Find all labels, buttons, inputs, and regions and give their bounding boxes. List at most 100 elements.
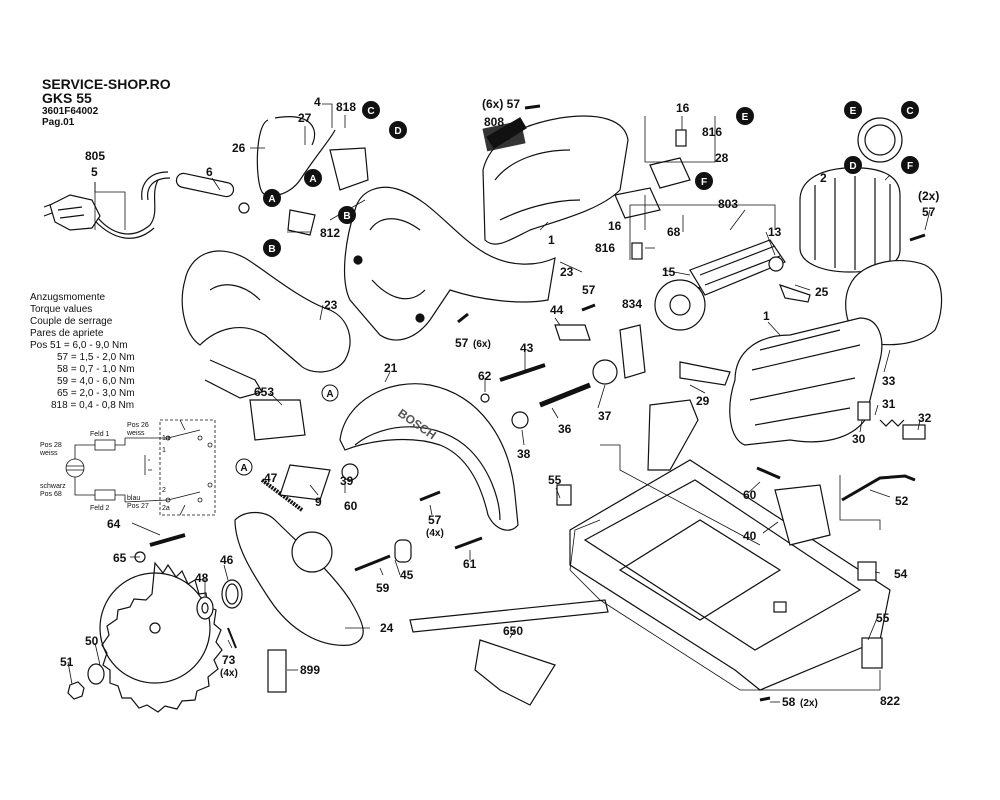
svg-text:E: E xyxy=(850,106,857,117)
torque-title-es: Pares de apriete xyxy=(30,328,104,339)
page-number: Pag.01 xyxy=(42,117,75,128)
svg-text:D: D xyxy=(849,161,856,172)
upper-guard-drawing xyxy=(339,383,519,531)
fence-drawing xyxy=(774,484,831,546)
part-label: 58 xyxy=(782,695,796,709)
strain-relief-drawing xyxy=(141,171,250,214)
wiring-label: Pos 26 xyxy=(127,422,149,429)
part-label: (4x) xyxy=(426,528,444,539)
part-label: 21 xyxy=(384,361,398,375)
torque-title-de: Anzugsmomente xyxy=(30,292,106,303)
wiring-label: Pos 68 xyxy=(40,491,62,498)
motor-body-drawing xyxy=(729,317,883,446)
part-label: 54 xyxy=(894,567,908,581)
part-label: 816 xyxy=(595,241,615,255)
cable-loop-drawing xyxy=(256,116,336,197)
power-plug-drawing xyxy=(43,179,159,239)
torque-value: 57 = 1,5 - 2,0 Nm xyxy=(57,352,135,363)
part-label: 62 xyxy=(478,369,492,383)
part-label: 43 xyxy=(520,341,534,355)
wiring-label: 2a xyxy=(162,505,170,512)
part-label: 60 xyxy=(344,499,358,513)
torque-value: 818 = 0,4 - 0,8 Nm xyxy=(51,400,135,411)
lower-guard-drawing xyxy=(234,511,364,646)
wiring-label: Feld 2 xyxy=(90,505,110,512)
part-labels: 805 5 6 26 27 4 818 812 (6x) 57 808 1 16… xyxy=(60,95,939,709)
wiring-label: schwarz xyxy=(40,483,66,490)
wiring-label: 2 xyxy=(162,487,166,494)
connector-b-marker: B xyxy=(338,206,356,224)
saw-blade-drawing xyxy=(99,561,223,713)
torque-value: 59 = 4,0 - 6,0 Nm xyxy=(57,376,135,387)
model-name: GKS 55 xyxy=(42,90,92,106)
part-label: 40 xyxy=(743,529,757,543)
part-label: (6x) 57 xyxy=(482,97,520,111)
part-label: 39 xyxy=(340,474,354,488)
part-label: 805 xyxy=(85,149,105,163)
connector-e-marker: E xyxy=(844,101,862,119)
connector-f-marker: F xyxy=(901,156,919,174)
shop-name: SERVICE-SHOP.RO xyxy=(42,76,171,92)
part-label: 57 xyxy=(455,336,469,350)
wiring-label: Feld 1 xyxy=(90,431,110,438)
part-label: 60 xyxy=(743,488,757,502)
part-label: 822 xyxy=(880,694,900,708)
connector-c-marker: C xyxy=(362,101,380,119)
svg-text:B: B xyxy=(268,244,275,255)
part-label: 59 xyxy=(376,581,390,595)
wiring-label: blau xyxy=(127,495,140,502)
part-label: 48 xyxy=(195,571,209,585)
part-label: (2x) xyxy=(918,189,939,203)
svg-text:E: E xyxy=(742,112,749,123)
part-label: 29 xyxy=(696,394,710,408)
connector-f-marker: F xyxy=(695,172,713,190)
section-a-marker: A xyxy=(235,458,253,476)
part-label: 4 xyxy=(314,95,321,109)
wiring-label: weiss xyxy=(126,430,145,437)
section-a-marker: A xyxy=(321,384,339,402)
part-label: 2 xyxy=(820,171,827,185)
handle-left-drawing xyxy=(181,250,351,373)
part-label: 27 xyxy=(298,111,312,125)
connector-c-marker: C xyxy=(901,101,919,119)
part-label: 23 xyxy=(324,298,338,312)
part-label: 1 xyxy=(548,233,555,247)
connector-a-marker: A xyxy=(304,169,322,187)
part-label: 28 xyxy=(715,151,729,165)
part-label: 30 xyxy=(852,432,866,446)
svg-text:C: C xyxy=(906,106,913,117)
svg-text:F: F xyxy=(701,177,707,188)
svg-text:A: A xyxy=(309,174,316,185)
handle-cover-upper-drawing xyxy=(343,186,556,341)
torque-title-en: Torque values xyxy=(30,304,93,315)
part-label: 6 xyxy=(206,165,213,179)
svg-text:A: A xyxy=(268,194,275,205)
part-label: 31 xyxy=(882,397,896,411)
torque-value: Pos 51 = 6,0 - 9,0 Nm xyxy=(30,340,128,351)
part-label: 653 xyxy=(254,385,274,399)
part-label: 5 xyxy=(91,165,98,179)
part-label: 47 xyxy=(264,471,278,485)
armature-drawing xyxy=(654,239,786,331)
part-label: (4x) xyxy=(220,668,238,679)
brush-holder-drawing xyxy=(614,157,691,219)
part-label: 37 xyxy=(598,409,612,423)
part-label: (6x) xyxy=(473,339,491,350)
part-label: 9 xyxy=(315,495,322,509)
part-label: 812 xyxy=(320,226,340,240)
part-label: 26 xyxy=(232,141,246,155)
connector-d-marker: D xyxy=(389,121,407,139)
stator-drawing xyxy=(799,117,903,273)
svg-text:A: A xyxy=(326,389,333,400)
part-label: 16 xyxy=(676,101,690,115)
part-label: 38 xyxy=(517,447,531,461)
base-plate-drawing xyxy=(569,459,891,691)
connector-d-marker: D xyxy=(844,156,862,174)
part-label: 46 xyxy=(220,553,234,567)
part-label: 25 xyxy=(815,285,829,299)
part-label: 33 xyxy=(882,374,896,388)
part-label: 61 xyxy=(463,557,477,571)
wiring-schematic xyxy=(65,419,216,516)
part-label: 13 xyxy=(768,225,782,239)
